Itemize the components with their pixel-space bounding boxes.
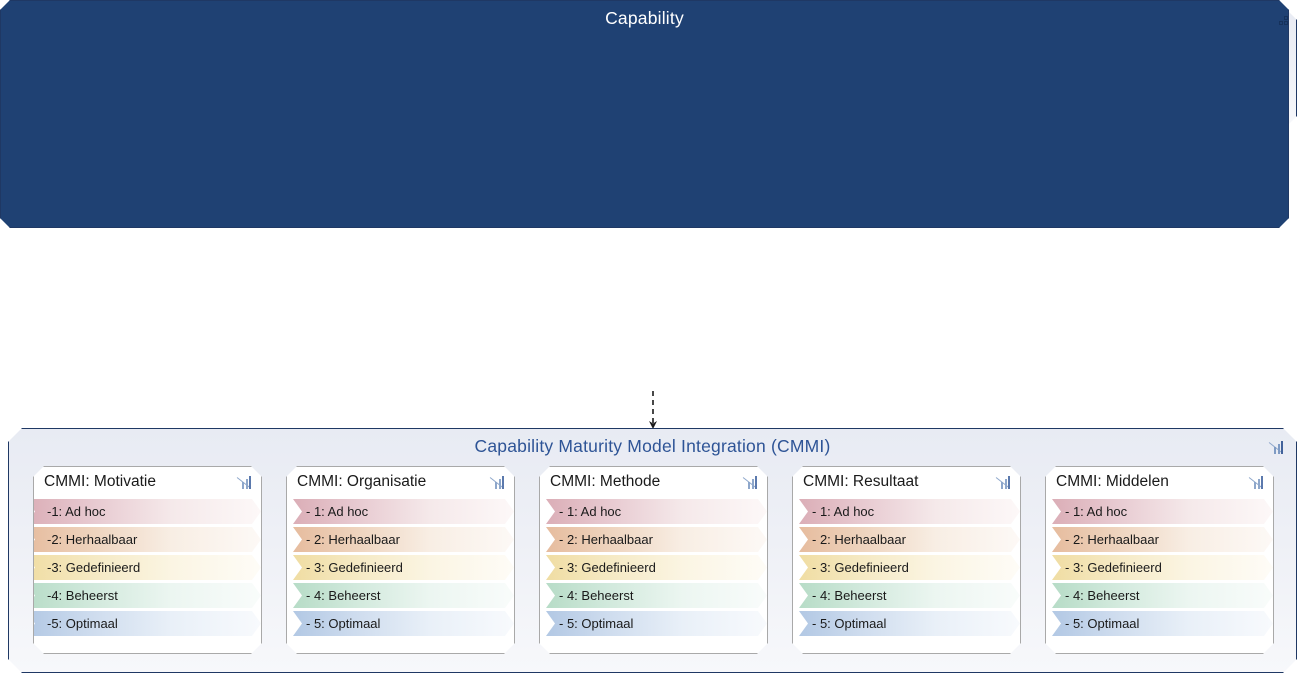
bar-chart-icon (997, 475, 1012, 495)
list-item[interactable]: - 3: Gedefinieerd (293, 555, 514, 580)
list-item[interactable]: -2: Herhaalbaar (33, 527, 261, 552)
cmmi-card-resultaat[interactable]: CMMI: Resultaat - 1: Ad hoc - 2: Herhaal… (792, 466, 1021, 654)
card-title: CMMI: Methode (550, 473, 661, 490)
card-item-list: - 1: Ad hoc - 2: Herhaalbaar - 3: Gedefi… (1052, 499, 1273, 636)
card-title: CMMI: Resultaat (803, 473, 919, 490)
cmmi-card-middelen[interactable]: CMMI: Middelen - 1: Ad hoc - 2: Herhaalb… (1045, 466, 1274, 654)
card-header: CMMI: Resultaat (793, 467, 1020, 497)
bar-chart-icon (238, 475, 253, 495)
arrow-down-dashed (646, 391, 660, 429)
list-item[interactable]: - 3: Gedefinieerd (546, 555, 767, 580)
list-item[interactable]: - 3: Gedefinieerd (799, 555, 1020, 580)
card-header: CMMI: Methode (540, 467, 767, 497)
list-item[interactable]: - 5: Optimaal (799, 611, 1020, 636)
list-item[interactable]: -5: Optimaal (33, 611, 261, 636)
list-item[interactable]: - 2: Herhaalbaar (293, 527, 514, 552)
list-item[interactable]: -1: Ad hoc (33, 499, 261, 524)
card-header: CMMI: Organisatie (287, 467, 514, 497)
list-item[interactable]: - 4: Beheerst (293, 583, 514, 608)
list-item[interactable]: - 1: Ad hoc (293, 499, 514, 524)
list-item[interactable]: - 2: Herhaalbaar (1052, 527, 1273, 552)
card-item-list: - 1: Ad hoc - 2: Herhaalbaar - 3: Gedefi… (799, 499, 1020, 636)
bar-chart-icon (491, 475, 506, 495)
cmmi-card-organisatie[interactable]: CMMI: Organisatie - 1: Ad hoc - 2: Herha… (286, 466, 515, 654)
card-header: CMMI: Motivatie (34, 467, 261, 497)
list-item[interactable]: - 4: Beheerst (546, 583, 767, 608)
card-title: CMMI: Organisatie (297, 473, 427, 490)
cmmi-dimensions-panel[interactable]: Capability Maturity Model Integration (C… (8, 428, 1297, 673)
list-item[interactable]: - 5: Optimaal (293, 611, 514, 636)
list-item[interactable]: - 5: Optimaal (546, 611, 767, 636)
card-item-list: - 1: Ad hoc - 2: Herhaalbaar - 3: Gedefi… (546, 499, 767, 636)
card-item-list: - 1: Ad hoc - 2: Herhaalbaar - 3: Gedefi… (293, 499, 514, 636)
list-item[interactable]: - 2: Herhaalbaar (799, 527, 1020, 552)
list-item[interactable]: - 5: Optimaal (1052, 611, 1273, 636)
cmmi-card-methode[interactable]: CMMI: Methode - 1: Ad hoc - 2: Herhaalba… (539, 466, 768, 654)
card-title: CMMI: Middelen (1056, 473, 1169, 490)
card-title: CMMI: Motivatie (44, 473, 156, 490)
bar-chart-icon (1270, 440, 1285, 460)
list-item[interactable]: - 1: Ad hoc (799, 499, 1020, 524)
list-item[interactable]: - 4: Beheerst (1052, 583, 1273, 608)
list-item[interactable]: -4: Beheerst (33, 583, 261, 608)
bottom-panel-title: Capability Maturity Model Integration (C… (474, 436, 831, 456)
capability-panel[interactable]: Capability (0, 0, 1289, 228)
bar-chart-icon (744, 475, 759, 495)
list-item[interactable]: - 4: Beheerst (799, 583, 1020, 608)
list-item[interactable]: - 1: Ad hoc (1052, 499, 1273, 524)
card-item-list: -1: Ad hoc -2: Herhaalbaar -3: Gedefinie… (33, 499, 261, 636)
capability-panel-title: Capability (605, 8, 684, 28)
list-item[interactable]: - 1: Ad hoc (546, 499, 767, 524)
cmmi-card-motivatie[interactable]: CMMI: Motivatie -1: Ad hoc -2: Herhaalba… (33, 466, 262, 654)
list-item[interactable]: -3: Gedefinieerd (33, 555, 261, 580)
bar-chart-icon (1250, 475, 1265, 495)
cmmi-card-list: CMMI: Motivatie -1: Ad hoc -2: Herhaalba… (33, 466, 1274, 654)
card-header: CMMI: Middelen (1046, 467, 1273, 497)
list-item[interactable]: - 2: Herhaalbaar (546, 527, 767, 552)
list-item[interactable]: - 3: Gedefinieerd (1052, 555, 1273, 580)
